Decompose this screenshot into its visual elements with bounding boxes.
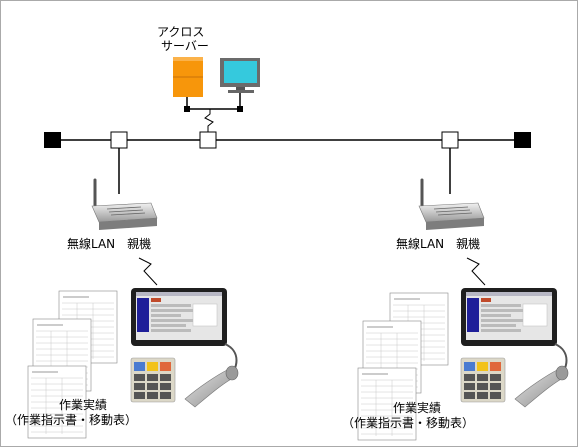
server-label-line2: サーバー [161, 39, 209, 53]
work-results-right-subtitle: （作業指示書・移動表） [342, 416, 475, 430]
backbone-terminator-right [514, 132, 531, 148]
backbone-terminator-left [44, 132, 61, 148]
wireless-ap-left-icon [90, 178, 159, 232]
barcode-scanner-left-icon [184, 365, 239, 408]
wireless-ap-right-label: 無線LAN 親機 [396, 237, 481, 251]
server-link-line [204, 109, 214, 132]
work-results-left-title: 作業実績 [59, 398, 108, 412]
wireless-signal-left [138, 257, 158, 286]
tablet-terminal-right [460, 287, 558, 347]
server-icon [173, 57, 203, 97]
keypad-right-icon [460, 357, 506, 403]
pc-monitor-icon [220, 58, 260, 93]
tap-left [110, 131, 128, 149]
wireless-ap-left-label: 無線LAN 親機 [67, 237, 152, 251]
wireless-ap-right-icon [417, 178, 486, 232]
keypad-left-icon [130, 357, 176, 403]
tap-server [199, 131, 217, 149]
server-node-right [237, 106, 243, 112]
barcode-scanner-right-icon [514, 365, 569, 408]
wireless-signal-right [466, 257, 486, 286]
tablet-terminal-left [130, 287, 228, 347]
work-results-left-subtitle: （作業指示書・移動表） [5, 413, 138, 427]
tap-right [441, 131, 459, 149]
server-node-left [184, 106, 190, 112]
server-label-line1: アクロス [157, 25, 205, 39]
work-results-right-title: 作業実績 [393, 401, 442, 415]
